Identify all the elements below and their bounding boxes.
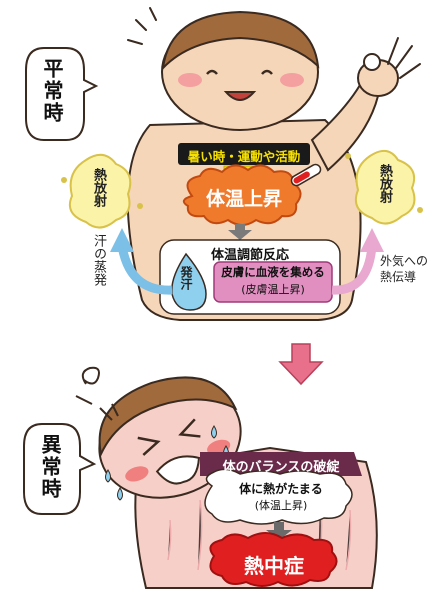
- state-label-abnormal: 異常時: [38, 434, 62, 500]
- conduction-arrowhead: [360, 228, 384, 252]
- trigger-label: 暑い時・運動や活動: [187, 149, 301, 164]
- heat-buildup-cloud: [204, 468, 353, 525]
- sweat-label: 発汗: [179, 266, 193, 290]
- outcome-arrow: [266, 522, 292, 540]
- conduction-label: 外気への: [380, 254, 429, 268]
- radiation-right-label: 熱放射: [377, 164, 392, 203]
- sparkle-lines: [127, 7, 157, 45]
- skin-blood-label: 皮膚に血液を集める: [221, 265, 325, 279]
- conduction-label-2: 熱伝導: [380, 270, 417, 284]
- normal-head: [161, 10, 320, 131]
- trigger-box: [178, 143, 310, 165]
- state-bubble-normal: [25, 47, 99, 141]
- radiation-left-label: 熱放射: [91, 168, 106, 207]
- state-bubble-abnormal: [23, 423, 97, 515]
- skin-texture: [167, 499, 352, 571]
- skin-blood-box: [213, 261, 333, 303]
- evaporation-label: 汗の蒸発: [91, 234, 106, 286]
- dizzy-icon: [75, 366, 100, 405]
- stress-lines: [99, 403, 119, 421]
- radiation-cloud-right: [354, 149, 416, 225]
- ok-hand: [357, 37, 421, 97]
- heatstroke-cloud: [209, 532, 338, 587]
- outcome-label: 熱中症: [244, 554, 304, 578]
- sweat-drop: [171, 252, 207, 311]
- heat-buildup-label: 体に熱がたまる: [239, 482, 323, 496]
- evaporation-arrow: [117, 245, 173, 295]
- radiation-cloud-left: [68, 153, 132, 229]
- regulation-title: 体温調節反応: [210, 248, 289, 263]
- state-label-normal: 平常時: [40, 58, 64, 124]
- imbalance-label: 体のバランスの破綻: [222, 460, 340, 475]
- transition-arrow: [278, 343, 324, 386]
- imbalance-band: [200, 452, 362, 476]
- thermometer-icon: [290, 163, 322, 187]
- skin-blood-sub: (皮膚温上昇): [241, 283, 305, 296]
- result-label: 体温上昇: [205, 188, 282, 210]
- evaporation-arrowhead: [110, 228, 134, 252]
- conduction-arrow: [331, 245, 377, 295]
- fire-cloud: [182, 164, 302, 226]
- regulation-arrow: [228, 224, 252, 240]
- heat-buildup-sub: (体温上昇): [254, 499, 308, 512]
